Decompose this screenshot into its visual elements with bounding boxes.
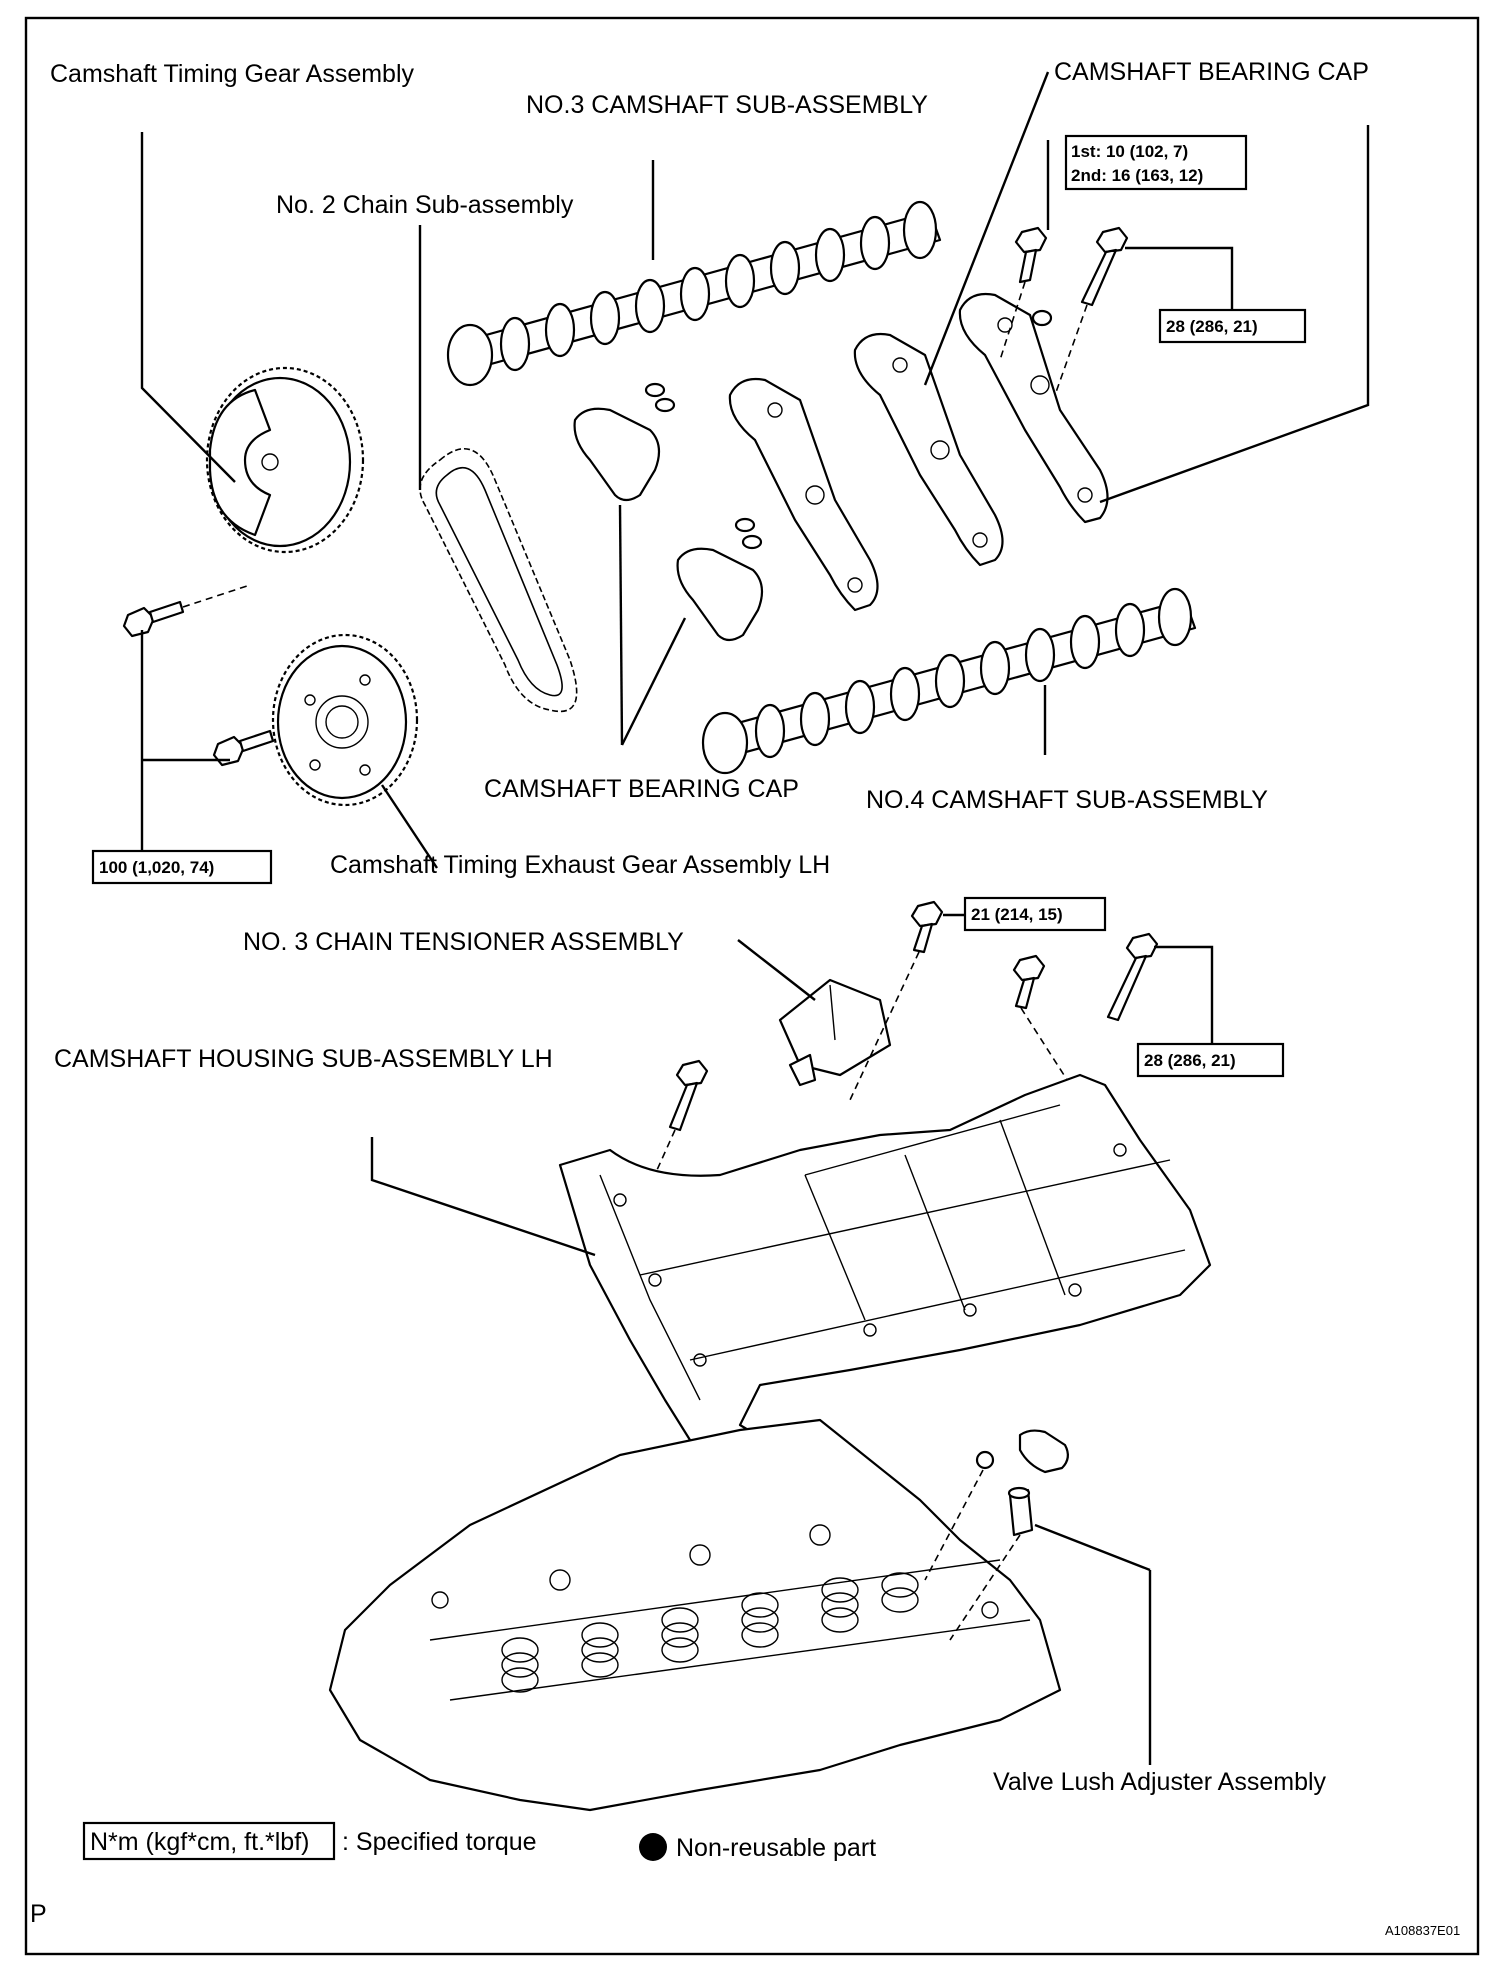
label-valve-adjuster: Valve Lush Adjuster Assembly (993, 1768, 1327, 1796)
label-no2-chain: No. 2 Chain Sub-assembly (276, 191, 574, 219)
torque-box-housing-bolt: 28 (286, 21) (1136, 1042, 1285, 1078)
no2-chain (419, 448, 578, 713)
gear-bolt-upper (122, 584, 251, 638)
valve-springs (501, 1572, 919, 1693)
page-frame (24, 16, 1480, 1956)
label-no3-camshaft: NO.3 CAMSHAFT SUB-ASSEMBLY (526, 91, 928, 119)
leader-lines (140, 71, 1370, 1765)
cap-bolt-short (999, 226, 1048, 361)
label-bearing-cap-top: CAMSHAFT BEARING CAP (1054, 58, 1369, 86)
torque-tensioner-bolt: 21 (214, 15) (971, 905, 1063, 924)
torque-cap-bolt-line1: 1st: 10 (102, 7) (1071, 142, 1188, 161)
label-timing-gear: Camshaft Timing Gear Assembly (50, 60, 415, 88)
housing-bolt-mid (1012, 954, 1081, 1101)
torque-cap-bolt-line2: 2nd: 16 (163, 12) (1071, 166, 1203, 185)
legend: N*m (kgf*cm, ft.*lbf) : Specified torque… (82, 1821, 876, 1862)
legend-torque-box (82, 1821, 336, 1861)
non-reusable-dot-icon (639, 1833, 667, 1861)
no3-camshaft (446, 200, 942, 387)
cap-bolt-long (1054, 226, 1129, 396)
legend-torque-unit: N*m (kgf*cm, ft.*lbf) (90, 1828, 309, 1856)
torque-box-cap-bolt: 1st: 10 (102, 7) 2nd: 16 (163, 12) (1064, 134, 1248, 191)
housing-bolt-long (1106, 932, 1159, 1022)
figure-id: A108837E01 (1385, 1923, 1460, 1938)
small-bearing-cap-upper (573, 382, 676, 502)
label-chain-tensioner: NO. 3 CHAIN TENSIONER ASSEMBLY (243, 928, 684, 956)
torque-box-cap-bolt-long: 28 (286, 21) (1158, 308, 1307, 344)
chain-tensioner (778, 978, 892, 1087)
torque-cap-bolt-long: 28 (286, 21) (1166, 317, 1258, 336)
torque-box-gear-bolt: 100 (1,020, 74) (91, 849, 273, 885)
gear-bolt-lower (212, 729, 275, 767)
camshaft-housing (558, 1073, 1212, 1542)
label-exhaust-gear: Camshaft Timing Exhaust Gear Assembly LH (330, 851, 830, 879)
label-camshaft-housing: CAMSHAFT HOUSING SUB-ASSEMBLY LH (54, 1045, 553, 1073)
valve-lash-adjuster (924, 1429, 1069, 1641)
legend-torque-text: : Specified torque (342, 1828, 537, 1856)
small-bearing-cap-lower (676, 517, 764, 642)
long-bearing-cap-1 (728, 377, 879, 612)
tensioner-bolt (849, 900, 944, 1101)
torque-box-tensioner-bolt: 21 (214, 15) (963, 896, 1107, 932)
torque-housing-bolt: 28 (286, 21) (1144, 1051, 1236, 1070)
torque-gear-bolt: 100 (1,020, 74) (99, 858, 214, 877)
housing-bolt-left (647, 1059, 709, 1191)
long-bearing-cap-2 (853, 332, 1004, 567)
legend-non-reusable: Non-reusable part (676, 1834, 876, 1862)
cylinder-head (328, 1418, 1062, 1812)
corner-letter: P (30, 1900, 47, 1928)
no4-camshaft (701, 587, 1197, 775)
label-no4-camshaft: NO.4 CAMSHAFT SUB-ASSEMBLY (866, 786, 1268, 814)
exhaust-timing-gear (271, 633, 419, 807)
camshaft-timing-gear (205, 366, 365, 554)
long-bearing-cap-3 (958, 292, 1109, 524)
label-bearing-cap-bottom: CAMSHAFT BEARING CAP (484, 775, 799, 803)
